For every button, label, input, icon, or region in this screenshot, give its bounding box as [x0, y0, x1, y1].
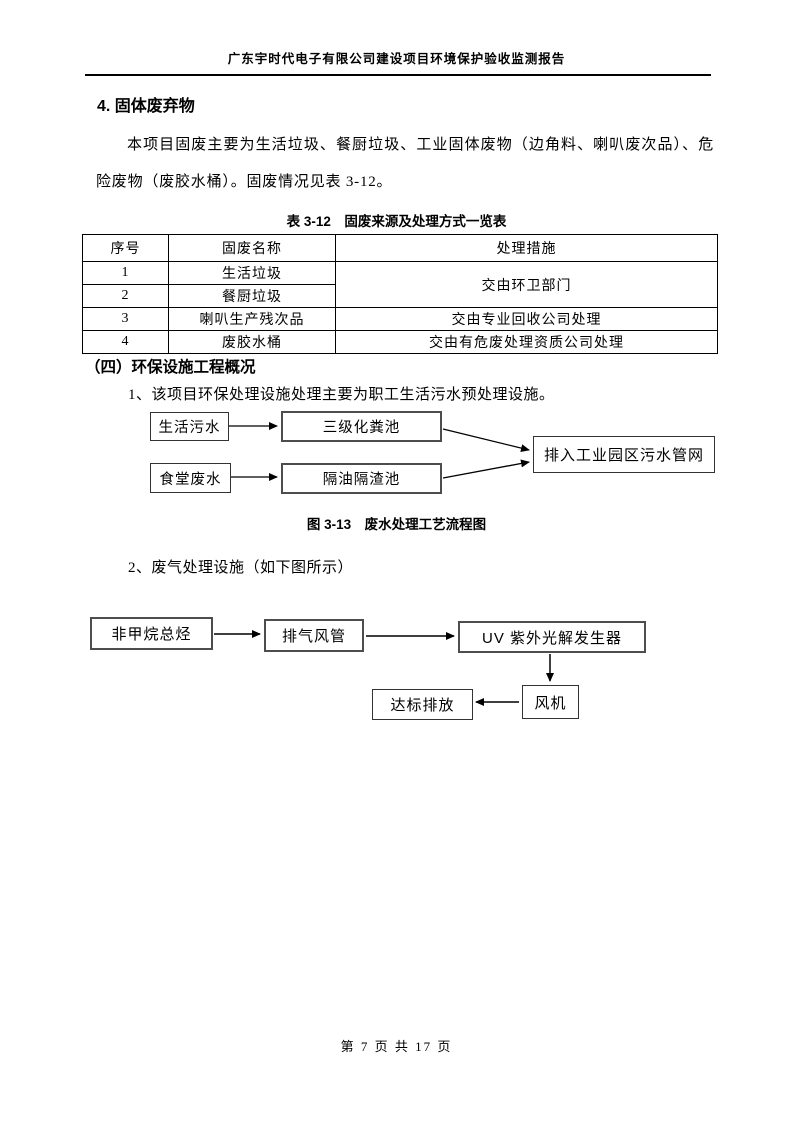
- cell-measure: 交由有危废处理资质公司处理: [335, 330, 718, 354]
- flow-node-septic-tank: 三级化粪池: [281, 411, 442, 442]
- solid-waste-paragraph: 本项目固废主要为生活垃圾、餐厨垃圾、工业固体废物（边角料、喇叭废次品）、危险废物…: [96, 137, 714, 190]
- figure-3-13-caption: 图 3-13 废水处理工艺流程图: [306, 517, 487, 532]
- cell-waste-name: 生活垃圾: [168, 261, 336, 285]
- table-header-row: 序号 固废名称 处理措施: [82, 234, 718, 262]
- flow-node-uv-photolysis: UV 紫外光解发生器: [458, 621, 646, 653]
- section-title-solid-waste: 4. 固体废弃物: [97, 98, 195, 115]
- flow-node-canteen-wastewater: 食堂废水: [150, 463, 231, 493]
- cell-no: 1: [82, 261, 169, 285]
- table-row: 3 喇叭生产残次品 交由专业回收公司处理: [82, 307, 718, 331]
- col-header-waste-name: 固废名称: [168, 234, 336, 262]
- flow-node-exhaust-duct: 排气风管: [264, 619, 364, 652]
- flow-node-compliant-discharge: 达标排放: [372, 689, 473, 720]
- flow-node-fan: 风机: [522, 685, 579, 719]
- arrow-grease-to-network: [442, 459, 530, 479]
- col-header-measure: 处理措施: [335, 234, 718, 262]
- header-rule: [85, 74, 711, 76]
- flow-node-nmhc: 非甲烷总烃: [90, 617, 213, 650]
- page-number: 第 7 页 共 17 页: [340, 1039, 453, 1054]
- solid-waste-table: 序号 固废名称 处理措施 1 生活垃圾 交由环卫部门 2 餐厨垃圾 3 喇叭生产…: [82, 234, 718, 354]
- flow-node-sewage-network: 排入工业园区污水管网: [533, 436, 715, 473]
- table-row: 1 生活垃圾 交由环卫部门: [82, 261, 718, 308]
- cell-no: 3: [82, 307, 169, 331]
- env-item-2: 2、废气处理设施（如下图所示）: [128, 560, 354, 576]
- cell-no: 4: [82, 330, 169, 354]
- flow-node-grease-trap: 隔油隔渣池: [281, 463, 442, 494]
- cell-no: 2: [82, 284, 169, 308]
- arrow-septic-to-network: [442, 428, 530, 452]
- cell-measure: 交由专业回收公司处理: [335, 307, 718, 331]
- table-3-12-caption: 表 3-12 固废来源及处理方式一览表: [286, 214, 507, 229]
- cell-waste-name: 废胶水桶: [168, 330, 336, 354]
- page-header-title: 广东宇时代电子有限公司建设项目环境保护验收监测报告: [227, 52, 566, 66]
- cell-waste-name: 餐厨垃圾: [168, 284, 336, 308]
- flow-node-domestic-sewage: 生活污水: [150, 412, 229, 441]
- env-item-1: 1、该项目环保处理设施处理主要为职工生活污水预处理设施。: [128, 387, 555, 403]
- cell-waste-name: 喇叭生产残次品: [168, 307, 336, 331]
- table-row: 4 废胶水桶 交由有危废处理资质公司处理: [82, 330, 718, 354]
- cell-measure-merged: 交由环卫部门: [335, 261, 718, 308]
- col-header-no: 序号: [82, 234, 169, 262]
- section-title-env-facilities: （四）环保设施工程概况: [85, 359, 256, 376]
